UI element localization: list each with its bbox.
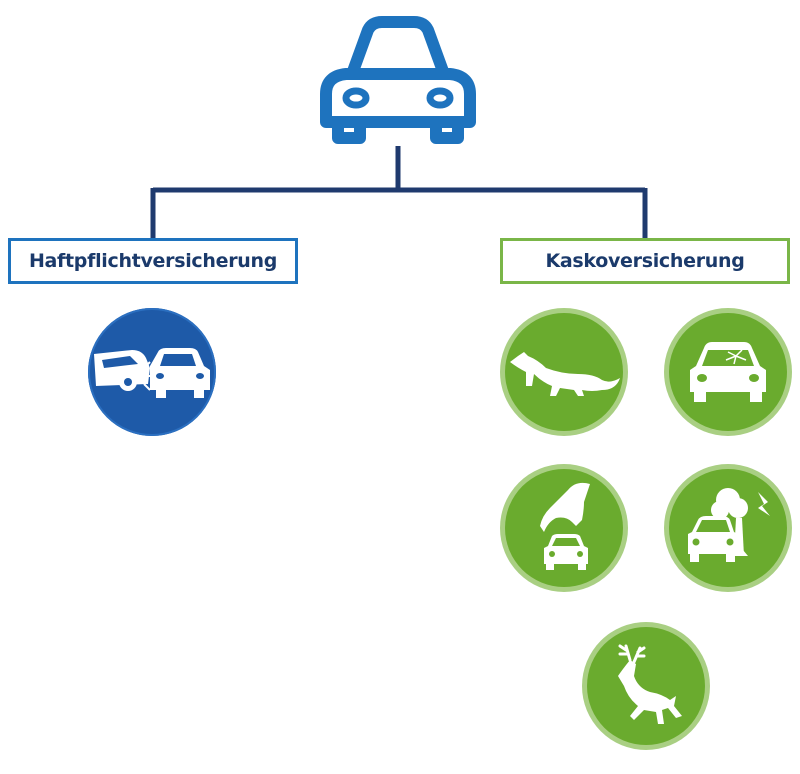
- liability-insurance-box: Haftpflichtversicherung: [8, 238, 298, 284]
- car-outline-icon: [320, 16, 476, 144]
- wildlife-deer-icon: [582, 622, 710, 750]
- comprehensive-insurance-label: Kaskoversicherung: [545, 250, 745, 272]
- liability-insurance-label: Haftpflichtversicherung: [28, 250, 278, 272]
- car-theft-icon: [500, 464, 628, 592]
- comprehensive-insurance-box: Kaskoversicherung: [500, 238, 790, 284]
- marten-icon: [500, 308, 628, 436]
- storm-damage-icon: [664, 464, 792, 592]
- broken-windshield-icon: [664, 308, 792, 436]
- car-collision-icon: [88, 308, 216, 436]
